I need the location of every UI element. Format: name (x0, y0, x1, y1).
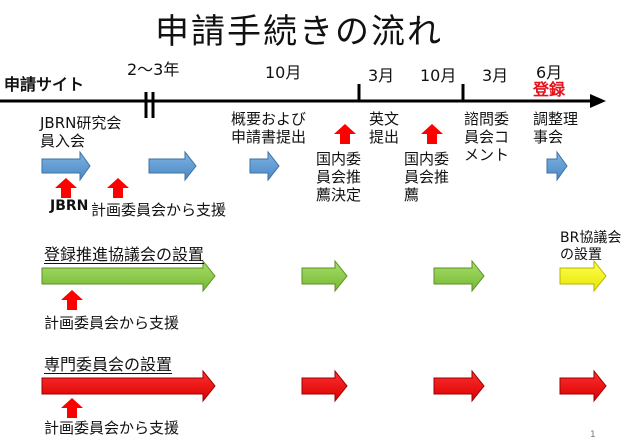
yellow-arrow (559, 259, 607, 293)
register-label: 登録 (533, 80, 566, 99)
support-label: 計画委員会から支援 (44, 314, 180, 332)
support-arrow-up (334, 124, 356, 144)
period-label: 10月 (420, 66, 457, 85)
step-box-text: JBRN研究会 員入会 (40, 114, 122, 150)
period-label: 3月 (368, 66, 395, 85)
step-box-text: 英文 提出 (369, 110, 400, 146)
support-arrow-up (55, 178, 77, 198)
support-label: 国内委 員会推 薦 (404, 150, 450, 204)
step-box-text: 概要および 申請書提出 (231, 110, 307, 146)
page-title: 申請手続きの流れ (155, 12, 443, 52)
green-arrow (41, 259, 216, 293)
red-arrow (433, 369, 485, 403)
support-arrow-up (61, 290, 83, 310)
end-label: BR協議会 の設置 (560, 230, 622, 263)
support-label: 計画委員会から支援 (44, 419, 180, 437)
row-label: 専門委員会の設置 (44, 355, 173, 374)
support-label: 計画委員会から支援 (91, 201, 227, 219)
support-label: JBRN (50, 198, 89, 214)
green-arrow (433, 259, 485, 293)
timeline-arrowhead (590, 94, 606, 108)
blue-arrow (249, 150, 280, 182)
blue-arrow (546, 150, 568, 182)
step-box-text: 諮問委 員会コ メント (464, 110, 510, 164)
period-label: 10月 (265, 63, 302, 82)
blue-arrow (148, 150, 197, 182)
row-label: 登録推進協議会の設置 (44, 245, 205, 264)
green-arrow (301, 259, 348, 293)
step-box-text: 調整理 事会 (533, 110, 579, 146)
period-label: 2〜3年 (127, 60, 180, 79)
red-arrow (41, 369, 216, 403)
period-label: 6月 (536, 63, 563, 82)
support-arrow-up (61, 398, 83, 418)
support-arrow-up (421, 124, 443, 144)
period-label: 3月 (482, 66, 509, 85)
page-number: 1 (590, 430, 596, 440)
site-label: 申請サイト (4, 75, 85, 94)
support-label: 国内委 員会推 薦決定 (316, 150, 362, 204)
red-arrow (301, 369, 348, 403)
support-arrow-up (107, 178, 129, 198)
red-arrow (559, 369, 607, 403)
blue-arrow (41, 150, 91, 182)
